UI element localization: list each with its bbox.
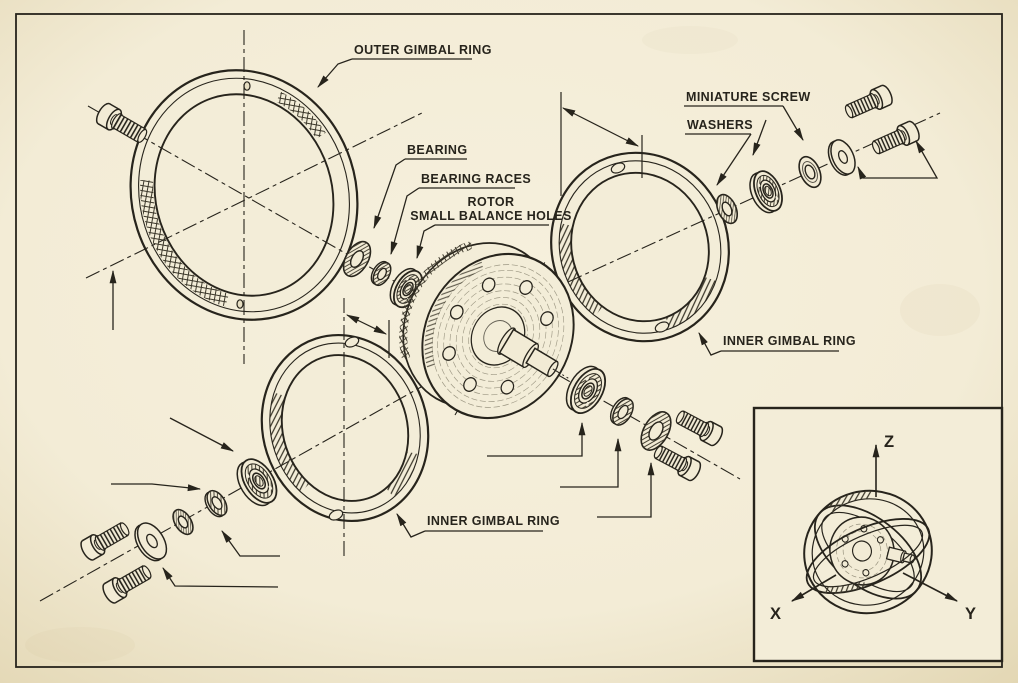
label-outer-gimbal-ring: OUTER GIMBAL RING (354, 43, 492, 57)
axis-y-label: Y (965, 605, 976, 623)
callout-inner-gimbal-ring-right: INNER GIMBAL RING (698, 332, 856, 356)
bearing-seat-tab (344, 336, 360, 348)
bearing-seat-tab (610, 162, 626, 174)
axis-y-arrow (902, 572, 958, 602)
bearing-seat-tab (328, 509, 344, 521)
label-rotor: ROTOR (468, 195, 515, 209)
axis-x-arrow (791, 574, 837, 602)
paper-stain (642, 26, 738, 54)
inset-assembled-gyroscope: Z X Y (752, 406, 1004, 663)
gimbal-axis-center-line-upper (567, 112, 941, 283)
paper-stain (900, 284, 980, 336)
ring-hole (243, 81, 251, 91)
spin-axis-center-line (87, 105, 741, 480)
label-bearing-races: BEARING RACES (421, 172, 531, 186)
paper-stain (25, 627, 135, 663)
rotor-shaft (497, 327, 569, 379)
bearing-seat-tab (654, 321, 670, 333)
label-miniature-screw: MINIATURE SCREW (686, 90, 811, 104)
callout-inner-gimbal-ring-bottom: INNER GIMBAL RING (396, 513, 560, 538)
callout-outer-gimbal-ring: OUTER GIMBAL RING (317, 43, 492, 88)
label-inner-gimbal-ring-bottom: INNER GIMBAL RING (427, 514, 560, 528)
dimension-left (346, 314, 390, 358)
inner-gimbal-ring-top-right (550, 151, 730, 343)
label-inner-gimbal-ring-right: INNER GIMBAL RING (723, 334, 856, 348)
inset-rotor (829, 516, 895, 586)
callout-bearing: BEARING (373, 143, 467, 230)
inset-ring-outer (803, 489, 933, 615)
callout-washers: WASHERS (685, 118, 753, 186)
callout-miniature-screw: MINIATURE SCREW (684, 90, 811, 141)
drawing-frame-border (15, 13, 1003, 668)
label-small-balance-holes: SMALL BALANCE HOLES (410, 209, 572, 223)
axis-x-label: X (770, 605, 781, 623)
rotor (399, 238, 575, 420)
ring-hole (236, 299, 244, 309)
inner-gimbal-ring-bottom-left (260, 333, 430, 523)
inset-axes (791, 443, 958, 602)
callout-bearing-races: BEARING RACES (390, 172, 531, 256)
inset-rotor-shaft (885, 546, 915, 564)
callout-rotor: ROTOR SMALL BALANCE HOLES (410, 195, 572, 260)
label-washers: WASHERS (687, 118, 753, 132)
rotor-balance-holes (442, 277, 554, 395)
axis-z-label: Z (884, 433, 894, 451)
outer-ring-diagonal-center-line (85, 112, 423, 279)
leader-callouts (111, 119, 939, 588)
dimension-top (560, 92, 643, 196)
label-bearing: BEARING (407, 143, 467, 157)
